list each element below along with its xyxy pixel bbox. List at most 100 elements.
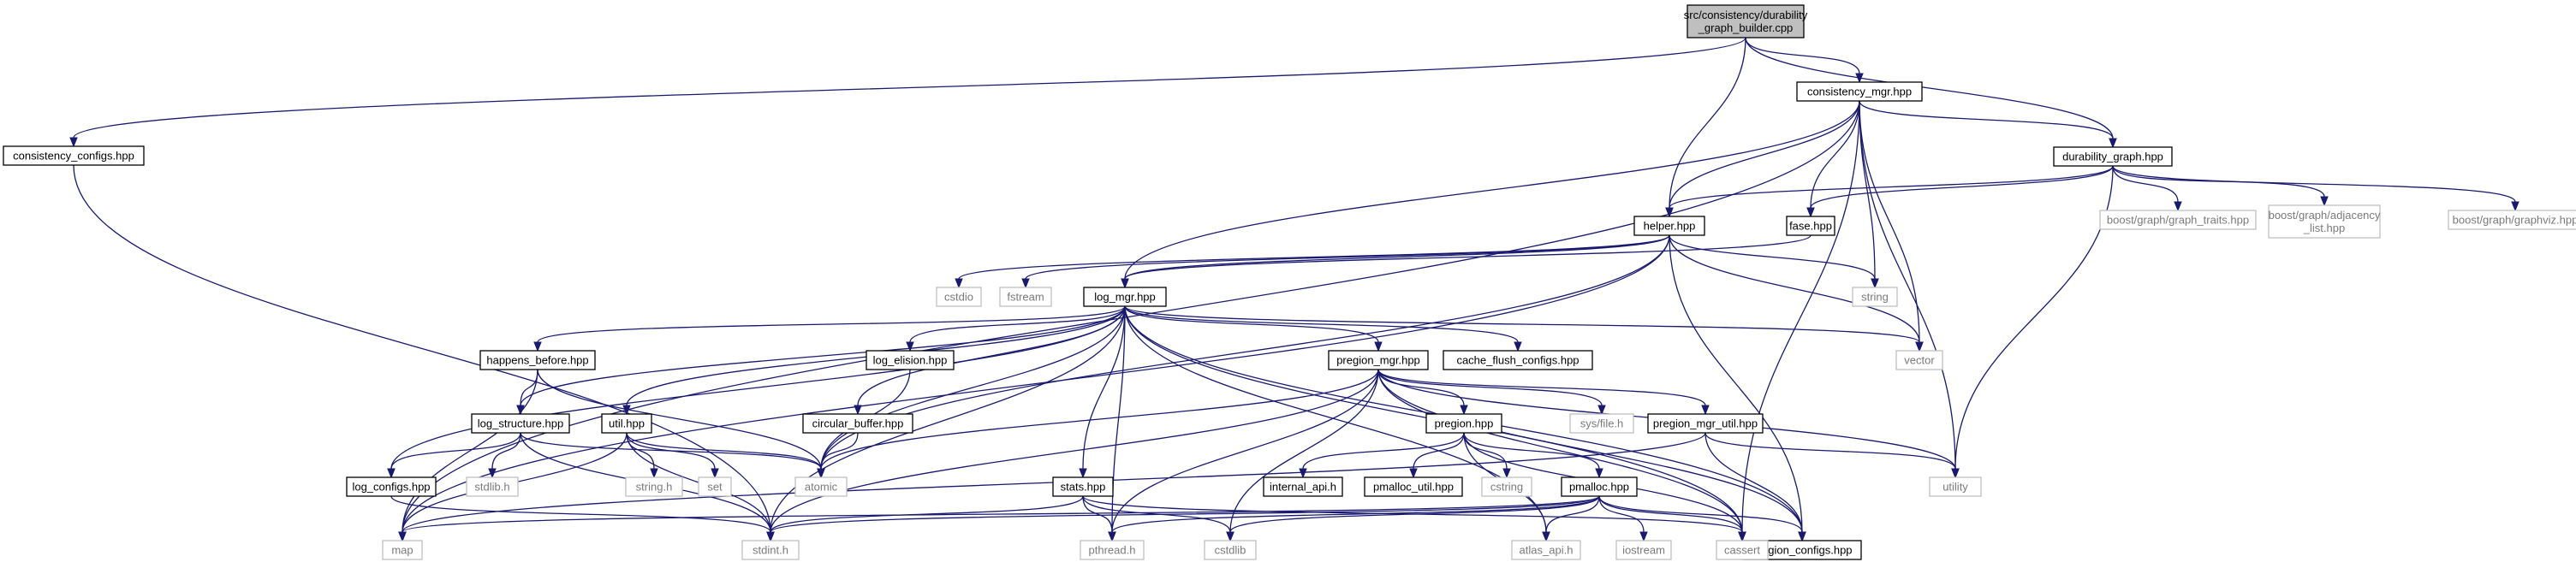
node-label: _graph_builder.cpp	[1698, 21, 1794, 34]
node-label: sys/file.h	[1580, 417, 1624, 430]
node-pmalloc-util[interactable]: pmalloc_util.hpp	[1364, 476, 1463, 497]
edge-log_mgr-to-log_elision	[906, 305, 1126, 352]
node-label: cstdio	[944, 291, 973, 304]
node-label: cstdlib	[1215, 544, 1246, 557]
edge-helper-to-pregion_configs	[1669, 234, 1806, 542]
edge-pregion_mgr-to-pregion	[1377, 369, 1468, 416]
node-box	[1328, 350, 1429, 370]
node-box	[866, 350, 955, 370]
edge-pmalloc-to-map	[398, 495, 1600, 542]
edge-pmalloc-to-atlas_api	[1542, 495, 1600, 542]
edge-durability_graph-to-helper	[1665, 165, 2114, 218]
node-label: vector	[1904, 354, 1935, 367]
node-box	[1364, 476, 1463, 497]
node-util[interactable]: util.hpp	[601, 413, 652, 434]
node-durability-graph[interactable]: durability_graph.hpp	[2053, 146, 2173, 167]
node-label: fase.hpp	[1789, 220, 1832, 233]
node-label: stdint.h	[753, 544, 788, 557]
node-consistency-mgr[interactable]: consistency_mgr.hpp	[1796, 81, 1923, 102]
node-pregion-mgr-util[interactable]: pregion_mgr_util.hpp	[1647, 413, 1764, 434]
node-log-elision[interactable]: log_elision.hpp	[866, 350, 955, 370]
node-box	[601, 413, 652, 434]
node-label: cstring	[1490, 481, 1523, 494]
node-label: circular_buffer.hpp	[812, 417, 904, 430]
node-label: _list.hpp	[2303, 222, 2345, 234]
node-box	[1481, 476, 1532, 497]
node-box	[479, 350, 596, 370]
edge-pmalloc-to-pthread	[1108, 495, 1600, 542]
node-label: log_mgr.hpp	[1094, 291, 1156, 304]
node-iostream: iostream	[1615, 540, 1672, 560]
node-label: src/consistency/durability	[1684, 9, 1808, 21]
node-helper[interactable]: helper.hpp	[1633, 216, 1705, 236]
node-stats[interactable]: stats.hpp	[1052, 476, 1114, 497]
node-box	[625, 476, 683, 497]
node-box	[1615, 540, 1672, 560]
node-box	[466, 476, 519, 497]
edge-log_mgr-to-stats	[1079, 305, 1126, 479]
node-label: log_configs.hpp	[352, 481, 430, 494]
edge-durability_graph-to-bg_traits	[2112, 165, 2182, 212]
node-stdlib-h: stdlib.h	[466, 476, 519, 497]
node-box	[1263, 476, 1343, 497]
node-happens-before[interactable]: happens_before.hpp	[479, 350, 596, 370]
node-set: set	[698, 476, 732, 497]
edge-happens_before-to-atomic	[537, 369, 825, 479]
node-label: stats.hpp	[1061, 481, 1106, 494]
edge-pregion-to-internal_api	[1299, 432, 1465, 479]
node-label: log_structure.hpp	[478, 417, 563, 430]
edge-log_mgr-to-pregion_mgr	[1124, 305, 1383, 352]
node-label: consistency_configs.hpp	[13, 150, 134, 163]
node-label: pthread.h	[1089, 544, 1136, 557]
edge-pmalloc-to-cstdlib	[1226, 495, 1600, 542]
node-root[interactable]: src/consistency/durability_graph_builder…	[1684, 4, 1808, 38]
edge-happens_before-to-log_structure	[516, 369, 538, 416]
node-cstdio: cstdio	[936, 287, 982, 307]
node-pmalloc[interactable]: pmalloc.hpp	[1561, 476, 1638, 497]
edge-consistency_mgr-to-vector	[1859, 100, 1924, 352]
edge-pmalloc-to-cassert	[1598, 495, 1746, 542]
node-box	[741, 540, 800, 560]
node-label: log_elision.hpp	[873, 354, 948, 367]
node-box	[1569, 413, 1634, 434]
node-box	[1852, 287, 1898, 307]
node-sys-file: sys/file.h	[1569, 413, 1634, 434]
node-box	[1052, 476, 1114, 497]
node-fstream: fstream	[999, 287, 1052, 307]
node-log-structure[interactable]: log_structure.hpp	[471, 413, 570, 434]
node-pregion-mgr[interactable]: pregion_mgr.hpp	[1328, 350, 1429, 370]
node-cache-flush-configs[interactable]: cache_flush_configs.hpp	[1443, 350, 1593, 370]
node-box	[999, 287, 1052, 307]
node-label: boost/graph/adjacency	[2269, 209, 2381, 222]
node-stdint: stdint.h	[741, 540, 800, 560]
node-internal-api[interactable]: internal_api.h	[1263, 476, 1343, 497]
node-label: string.h	[636, 481, 673, 494]
edge-pmalloc-to-iostream	[1598, 495, 1648, 542]
node-consistency-configs[interactable]: consistency_configs.hpp	[3, 145, 145, 166]
node-box	[1687, 4, 1805, 38]
edge-root-to-consistency_configs	[69, 37, 1746, 148]
node-box	[1716, 540, 1769, 560]
edge-pregion_mgr-to-pregion_mgr_util	[1377, 369, 1710, 416]
node-log-configs[interactable]: log_configs.hpp	[346, 476, 437, 497]
node-pregion[interactable]: pregion.hpp	[1425, 413, 1502, 434]
node-label: durability_graph.hpp	[2062, 151, 2163, 163]
node-bg-viz: boost/graph/graphviz.hpp	[2448, 210, 2576, 230]
node-map: map	[382, 540, 423, 560]
node-box	[471, 413, 570, 434]
edges-layer	[69, 37, 2519, 542]
node-box	[1796, 81, 1923, 102]
node-box	[1786, 216, 1835, 236]
node-label: atomic	[805, 481, 838, 494]
node-log-mgr[interactable]: log_mgr.hpp	[1083, 287, 1167, 307]
node-circular-buffer[interactable]: circular_buffer.hpp	[802, 413, 913, 434]
node-bg-traits: boost/graph/graph_traits.hpp	[2099, 210, 2257, 230]
node-label: pregion_mgr.hpp	[1336, 354, 1420, 367]
node-box	[1204, 540, 1257, 560]
node-pregion-configs[interactable]: pregion_configs.hpp	[1742, 540, 1862, 560]
node-box	[1080, 540, 1145, 560]
node-box	[1443, 350, 1593, 370]
node-box	[802, 413, 913, 434]
node-fase[interactable]: fase.hpp	[1786, 216, 1835, 236]
edge-log_mgr-to-cache_flush_configs	[1124, 305, 1522, 352]
